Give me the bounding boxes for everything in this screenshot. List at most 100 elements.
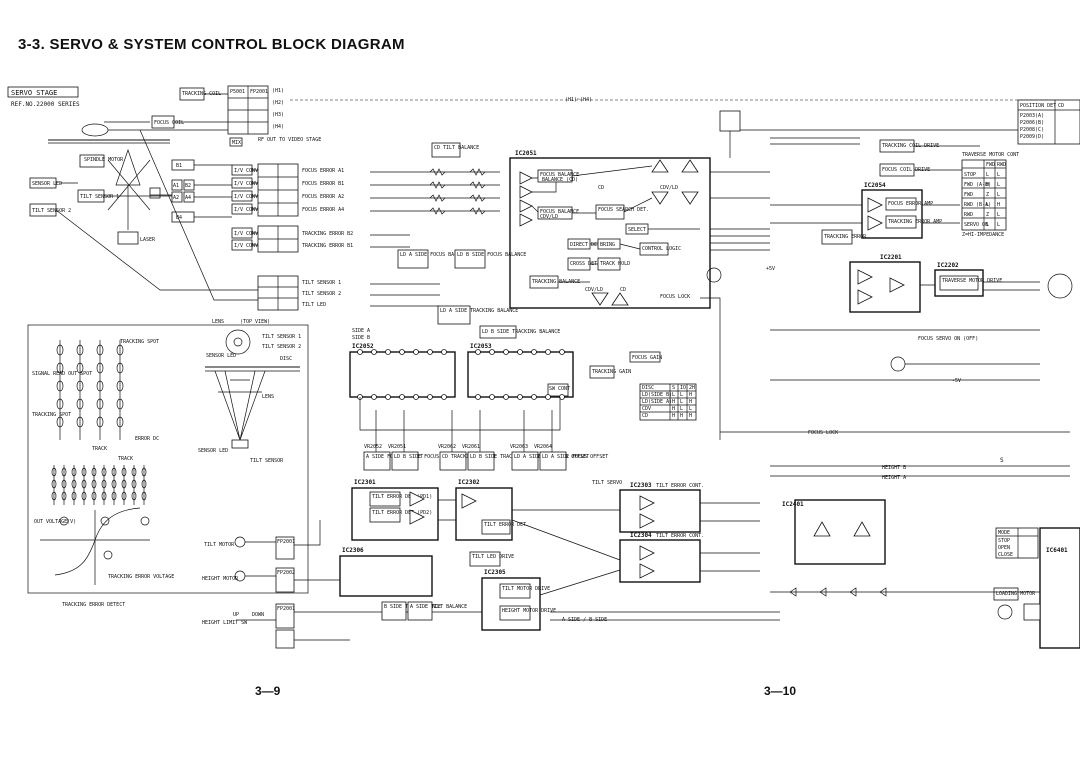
svg-text:BRING: BRING <box>600 242 615 248</box>
svg-text:SIDE A: SIDE A <box>352 328 370 334</box>
svg-text:LD A SIDE FOCUS OFFSET: LD A SIDE FOCUS OFFSET <box>542 454 608 460</box>
svg-text:VR2051: VR2051 <box>388 444 406 450</box>
ic2051: IC2051 FOCUS BALANCE BALANCE (CD) FOCUS … <box>509 150 711 309</box>
tracking-error-detect-label: TRACKING ERROR DETECT <box>62 602 125 608</box>
svg-text:SENSOR LED: SENSOR LED <box>198 448 228 454</box>
svg-text:FOCUS COIL DRIVE: FOCUS COIL DRIVE <box>882 167 930 173</box>
svg-text:DIRECT DET.: DIRECT DET. <box>570 242 603 248</box>
svg-text:LENS: LENS <box>262 394 274 400</box>
ic2052: IC2052 SIDE A SIDE B <box>349 328 456 400</box>
sig-tracking-error-b1: TRACKING ERROR B1 <box>302 243 353 249</box>
svg-text:IC2202: IC2202 <box>937 262 959 269</box>
svg-text:CONTROL LOGIC: CONTROL LOGIC <box>642 246 681 252</box>
mix-label: MIX <box>232 140 241 146</box>
error-signal-labels: FOCUS ERROR A1 FOCUS ERROR B1 FOCUS ERRO… <box>302 168 353 308</box>
svg-text:CD: CD <box>598 185 604 191</box>
servo-stage-box <box>7 86 79 98</box>
traverse-cell: H <box>986 182 989 188</box>
svg-text:FP2002: FP2002 <box>277 570 295 576</box>
svg-text:LOADING MOTOR: LOADING MOTOR <box>996 591 1036 597</box>
disc-table-header: IO <box>680 385 686 391</box>
svg-text:MODE: MODE <box>998 530 1010 536</box>
iv-converter-column: I/V CONV I/V CONV I/V CONV I/V CONV I/V … <box>231 164 258 251</box>
v-minus5: -5V <box>952 378 961 384</box>
disc-table-header: 2H <box>689 385 695 391</box>
svg-text:TILT ERROR CONT.: TILT ERROR CONT. <box>656 533 704 539</box>
svg-text:FOCUS BALANCE: FOCUS BALANCE <box>540 209 579 215</box>
svg-text:LD A SIDE FOCUS BALANCE: LD A SIDE FOCUS BALANCE <box>400 252 469 258</box>
svg-text:CDV/LD: CDV/LD <box>540 214 558 220</box>
svg-text:CD TILT BALANCE: CD TILT BALANCE <box>434 145 479 151</box>
svg-text:HEIGHT MOTOR DRIVE: HEIGHT MOTOR DRIVE <box>502 608 556 614</box>
svg-text:TILT SENSOR 2: TILT SENSOR 2 <box>262 344 301 350</box>
loading-motor-icon <box>997 604 1013 620</box>
svg-text:Z=HI-IMPEDANCE: Z=HI-IMPEDANCE <box>962 232 1004 238</box>
disc-table-cell: LD(SIDE B) <box>642 392 672 398</box>
svg-text:VR2052: VR2052 <box>364 444 382 450</box>
svg-text:I/V CONV: I/V CONV <box>234 207 258 213</box>
svg-text:SIDE B: SIDE B <box>352 335 370 341</box>
photodiode-array: B1 A1 B2 A2 A4 B4 <box>171 159 195 223</box>
svg-text:LD B SIDE TRACKING BALANCE: LD B SIDE TRACKING BALANCE <box>482 329 560 335</box>
disc-table-cell: L <box>672 392 675 398</box>
conn-net-h1: (H1) <box>272 88 284 94</box>
svg-text:IC2401: IC2401 <box>782 501 804 508</box>
cd-tilt-balance <box>431 142 461 158</box>
svg-text:IC2051: IC2051 <box>515 150 537 157</box>
svg-text:CD: CD <box>1058 103 1064 109</box>
svg-text:SENSOR LED: SENSOR LED <box>206 353 236 359</box>
pd-b4: B4 <box>176 215 182 221</box>
svg-text:TILT ERROR DET.: TILT ERROR DET. <box>484 522 529 528</box>
sig-tilt-led: TILT LED <box>302 302 326 308</box>
pd-b2: B2 <box>185 183 191 189</box>
focus-servo-label: FOCUS SERVO ON (OFF) <box>918 336 978 342</box>
ld-a-side-tracking-balance <box>437 305 471 325</box>
connector-stack-mid <box>257 163 299 311</box>
svg-text:FP2001: FP2001 <box>277 606 295 612</box>
sig-tilt-sensor2: TILT SENSOR 2 <box>302 291 341 297</box>
ic2305: IC2305 TILT MOTOR DRIVE HEIGHT MOTOR DRI… <box>481 569 556 631</box>
ic2303: IC2303 TILT ERROR CONT. <box>619 482 704 533</box>
svg-text:TILT MOTOR: TILT MOTOR <box>204 542 235 548</box>
svg-text:TILT ERROR CONT.: TILT ERROR CONT. <box>656 483 704 489</box>
height-a-label: HEIGHT A <box>882 475 906 481</box>
svg-text:BALANCE (CD): BALANCE (CD) <box>542 177 578 183</box>
svg-text:LD B SIDE FOCUS OFFSET: LD B SIDE FOCUS OFFSET <box>394 454 460 460</box>
svg-text:IC2302: IC2302 <box>458 479 480 486</box>
svg-text:I/V CONV: I/V CONV <box>234 194 258 200</box>
signal-readout-label: SIGNAL READ OUT SPOT <box>32 371 92 377</box>
svg-text:VR2061: VR2061 <box>462 444 480 450</box>
spindle-motor-label: SPINDLE MOTOR <box>84 157 124 163</box>
tracking-gain <box>589 365 615 379</box>
laser-box <box>117 231 139 245</box>
page-title: 3-3. SERVO & SYSTEM CONTROL BLOCK DIAGRA… <box>18 36 405 53</box>
svg-text:CLOSE: CLOSE <box>998 552 1013 558</box>
disc-table-cell: L <box>680 406 683 412</box>
traverse-cell: L <box>986 172 989 178</box>
traverse-header: RWD <box>997 162 1006 168</box>
position-conn <box>719 110 741 132</box>
svg-text:IC2306: IC2306 <box>342 547 364 554</box>
ic2302: IC2302 TILT ERROR DET. <box>455 479 529 541</box>
ic2401: IC2401 <box>782 499 886 565</box>
sensor-led-label: SENSOR LED <box>32 181 62 187</box>
focus-lock-led <box>706 267 722 283</box>
svg-text:P2003(A): P2003(A) <box>1020 113 1044 119</box>
svg-text:CDV/LD: CDV/LD <box>660 185 678 191</box>
svg-text:LD B SIDE TRACKING OFFSET: LD B SIDE TRACKING OFFSET <box>470 454 545 460</box>
svg-text:(TOP VIEW): (TOP VIEW) <box>240 319 270 325</box>
svg-text:I/V CONV: I/V CONV <box>234 231 258 237</box>
ic2202: IC2202 TRAVERSE MOTOR DRIVE <box>934 262 1002 297</box>
traverse-cell: Z <box>986 192 989 198</box>
page-number-left: 3—9 <box>255 684 281 698</box>
svg-text:HEIGHT MOTOR: HEIGHT MOTOR <box>202 576 239 582</box>
conn-net-h2: (H2) <box>272 100 284 106</box>
out-voltage-label: OUT VOLTAGE(V) <box>34 519 76 525</box>
traverse-cell: L <box>997 222 1000 228</box>
svg-text:IC2201: IC2201 <box>880 254 902 261</box>
svg-text:OPEN: OPEN <box>998 545 1010 551</box>
ic2304: IC2304 TILT ERROR CONT. <box>619 532 704 583</box>
traverse-cell: L <box>986 202 989 208</box>
focus-coil-label: FOCUS COIL <box>154 120 184 126</box>
